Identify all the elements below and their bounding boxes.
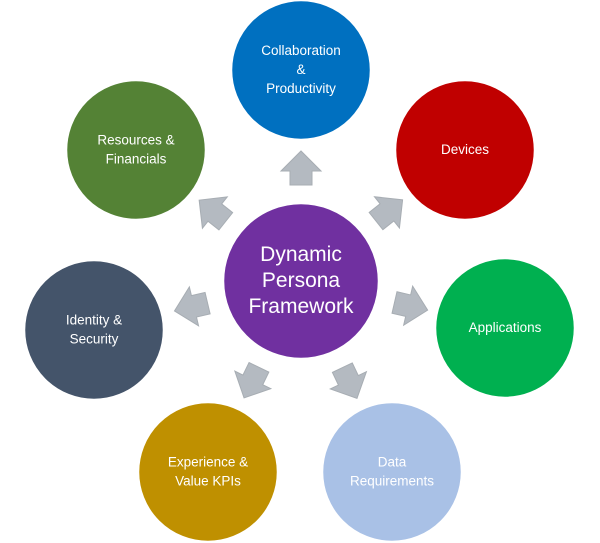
label-line: &: [296, 62, 305, 77]
label-line: Persona: [262, 269, 341, 292]
node-devices: Devices: [393, 78, 537, 222]
label-line: Data: [378, 454, 407, 469]
label-line: Value KPIs: [175, 473, 241, 488]
label-line: Productivity: [266, 81, 336, 96]
node-label-collaboration-productivity: Collaboration & Productivity: [261, 43, 341, 96]
arrow-to-applications: [391, 284, 429, 327]
label-line: Financials: [106, 151, 167, 166]
node-circle-collaboration-productivity: [229, 0, 373, 142]
node-collaboration-productivity: Collaboration & Productivity: [229, 0, 373, 142]
node-circle-data-requirements: [320, 400, 464, 543]
outer-nodes: Collaboration & ProductivityDevicesApplica…: [22, 0, 577, 543]
arrow-to-data-requirements: [329, 362, 368, 399]
center-circle: [221, 201, 381, 361]
label-line: Security: [70, 331, 119, 346]
label-line: Requirements: [350, 473, 434, 488]
node-label-identity-security: Identity & Security: [66, 312, 122, 346]
label-line: Experience &: [168, 454, 248, 469]
label-line: Resources &: [97, 132, 174, 147]
label-line: Framework: [248, 295, 354, 318]
arrow-to-identity-security: [173, 285, 211, 327]
node-label-devices: Devices: [441, 142, 489, 157]
node-applications: Applications: [433, 256, 577, 400]
node-label-experience-value-kpis: Experience & Value KPIs: [168, 454, 248, 488]
node-circle-resources-financials: [64, 78, 208, 222]
node-circle-experience-value-kpis: [136, 400, 280, 543]
node-experience-value-kpis: Experience & Value KPIs: [136, 400, 280, 543]
label-line: Dynamic: [260, 243, 342, 266]
node-label-applications: Applications: [469, 320, 542, 335]
arrow-to-devices: [368, 196, 404, 231]
node-identity-security: Identity & Security: [22, 258, 166, 402]
label-line: Devices: [441, 142, 489, 157]
arrow-to-resources-financials: [198, 196, 234, 231]
node-label-resources-financials: Resources & Financials: [97, 132, 174, 166]
node-circle-devices: [393, 78, 537, 222]
arrows-layer: [173, 150, 429, 399]
arrow-to-collaboration-productivity: [279, 150, 323, 186]
label-line: Applications: [469, 320, 542, 335]
label-line: Collaboration: [261, 43, 341, 58]
label-line: Identity &: [66, 312, 122, 327]
node-circle-applications: [433, 256, 577, 400]
node-resources-financials: Resources & Financials: [64, 78, 208, 222]
node-circle-identity-security: [22, 258, 166, 402]
arrow-to-experience-value-kpis: [233, 361, 273, 399]
